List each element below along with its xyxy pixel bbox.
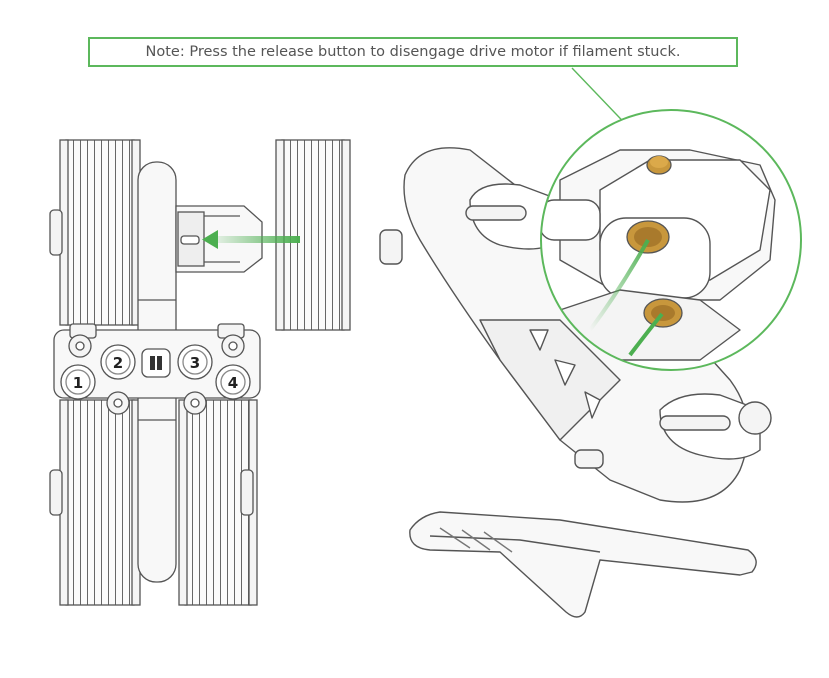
slot-label-1: 1 [73,374,83,392]
slot-label-3: 3 [190,354,200,372]
base-stand [409,511,757,618]
slot-button-3 [177,344,213,380]
filament-inlet-lower [643,298,683,328]
zoom-circle-outline [540,109,802,371]
spool-bottom-left [59,399,141,606]
note-text: Note: Press the release button to diseng… [145,44,681,60]
filament-lower [628,312,664,357]
feed-arrow [202,230,300,249]
spool-holder-lower [659,393,772,460]
slot-button-4 [215,364,251,400]
slot-label-2: 2 [113,354,123,372]
spool-loose [275,139,351,331]
slot-button-2 [100,344,136,380]
filament-inlet-upper [626,220,670,254]
zoom-detail [541,110,801,370]
spool-top-left [59,139,141,326]
slot-label-4: 4 [228,374,238,392]
hub-panel [53,323,261,415]
release-button [646,155,672,175]
spool-holder-upper [465,183,561,250]
note-callout: Note: Press the release button to diseng… [88,37,738,67]
top-view-unit [49,139,351,606]
filament-upper [588,239,650,332]
slot-button-1 [60,364,96,400]
